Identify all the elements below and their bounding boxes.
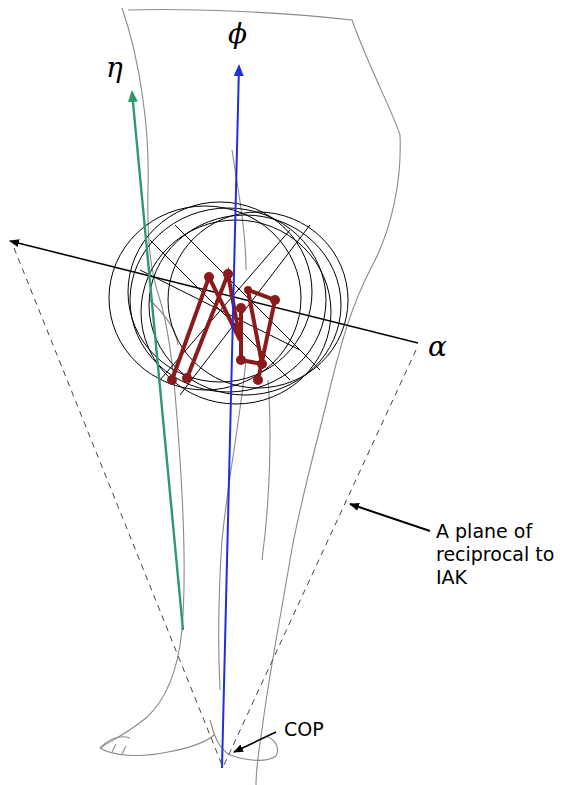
axis-path <box>172 274 275 380</box>
leader-line <box>234 732 276 752</box>
axis-label: α <box>428 333 447 361</box>
axis-label: ϕ <box>228 20 247 48</box>
axis-points <box>167 269 280 385</box>
leg-sketch <box>100 8 400 785</box>
alpha-axis <box>10 241 418 343</box>
callout-label: A plane of reciprocal to IAK <box>436 520 576 588</box>
phi-axis <box>222 66 239 768</box>
eta-axis <box>132 92 183 630</box>
callout-label: COP <box>284 718 324 741</box>
leader-line <box>350 504 430 531</box>
axis-label: η <box>106 54 123 82</box>
plane-edge <box>224 350 416 765</box>
